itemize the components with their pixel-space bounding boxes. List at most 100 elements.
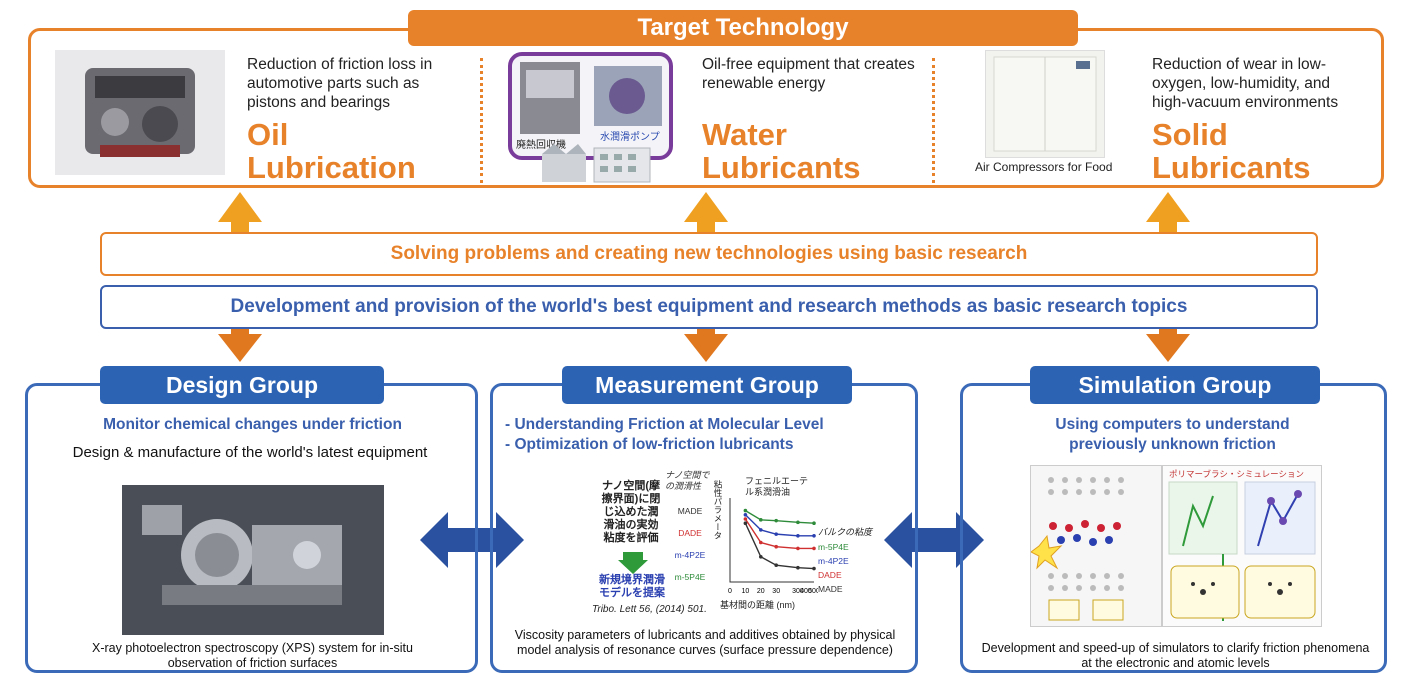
fig-lubricant-label: m-4P2E [674, 550, 706, 560]
chart-data-point [743, 517, 748, 521]
fig-chart-title: フェニルエーテル系潤滑油 [745, 476, 809, 497]
water-lubricants-label-line1: Water [702, 117, 787, 152]
fig-lubricant-label: DADE [818, 570, 842, 580]
chart-data-point [759, 555, 763, 559]
blue-double-arrow-left [420, 512, 524, 568]
chart-x-tick-label: 500 [808, 588, 818, 595]
fig-lubricant-label: m-5P4E [674, 572, 706, 582]
orange-arrow-down-left [218, 329, 262, 362]
orange-arrow-down-right [1146, 329, 1190, 362]
chart-data-point [796, 546, 800, 551]
fig-lubricant-right-list: m-5P4E m-4P2E DADE MADE [818, 540, 858, 596]
water-lubricants-label-line2: Lubricants [702, 150, 861, 185]
chart-x-tick-label: 20 [757, 588, 765, 595]
molecule-structure-icon [1168, 481, 1316, 621]
design-group-subtitle: Monitor chemical changes under friction [103, 416, 402, 433]
orange-arrow-down-center [684, 329, 728, 362]
fig-lubricant-label: MADE [677, 506, 703, 516]
simulation-group-caption: Development and speed-up of simulators t… [981, 641, 1370, 670]
xps-system-photo [122, 485, 384, 635]
chart-data-point [759, 528, 763, 532]
chart-axes [729, 498, 814, 583]
air-compressor-caption: Air Compressors for Food [975, 160, 1113, 174]
fig-proposal-text: 新規境界潤滑モデルを提案 [599, 574, 665, 599]
chart-data-point [774, 532, 778, 536]
chart-x-tick-label: 300 [792, 588, 804, 595]
design-group-title: Design Group [100, 366, 384, 404]
chart-x-tick-label: 10 [742, 588, 750, 595]
measurement-group-caption: Viscosity parameters of lubricants and a… [514, 628, 896, 657]
chart-data-point [743, 513, 748, 517]
xps-equipment-icon [122, 485, 384, 635]
oil-lubrication-label-line1: Oil [247, 117, 289, 152]
target-technology-title: Target Technology [408, 10, 1078, 46]
polymer-brush-figure-title: ポリマーブラシ・シミュレーション [1169, 469, 1304, 479]
chart-data-point [759, 518, 763, 522]
orange-arrow-up-left [218, 192, 262, 232]
fig-left-text: ナノ空間(摩擦界面)に閉じ込めた潤滑油の実効粘度を評価 [601, 480, 661, 544]
solid-lubricants-label-line2: Lubricants [1152, 150, 1311, 185]
chart-data-point [796, 520, 800, 525]
air-compressor-icon [993, 56, 1097, 152]
polymer-brush-figure: ポリマーブラシ・シミュレーション [1162, 465, 1322, 627]
chart-data-point [796, 534, 800, 538]
equipment-methods-band: Development and provision of the world's… [100, 285, 1318, 329]
design-group-caption: X-ray photoelectron spectroscopy (XPS) s… [92, 641, 413, 670]
measurement-group-title: Measurement Group [562, 366, 852, 404]
design-group-text: Design & manufacture of the world's late… [72, 444, 428, 461]
chart-data-point [774, 544, 778, 549]
chart-data-point [774, 563, 778, 567]
air-compressor-image [985, 50, 1105, 158]
water-lubricants-description: Oil-free equipment that creates renewabl… [702, 56, 915, 92]
oil-lubrication-label-line2: Lubrication [247, 150, 416, 185]
basic-research-band: Solving problems and creating new techno… [100, 232, 1318, 276]
green-down-arrow-icon [618, 552, 648, 574]
chart-data-point [812, 534, 816, 538]
engine-image [55, 50, 225, 175]
solid-lubricants-description: Reduction of wear in low-oxygen, low-hum… [1152, 56, 1339, 111]
chart-series-line [744, 514, 814, 537]
energy-equipment-label-1: 廃熱回収機 [516, 140, 566, 151]
blue-double-arrow-right [884, 512, 984, 568]
fig-left-label: ナノ空間での潤滑性 [665, 470, 710, 491]
chart-series-line [744, 522, 815, 570]
solid-lubricants-label-line1: Solid [1152, 117, 1228, 152]
chart-data-point [774, 518, 778, 523]
chart-data-point [743, 521, 748, 525]
fig-reference: Tribo. Lett 56, (2014) 501. [592, 604, 707, 615]
oil-lubrication-description: Reduction of friction loss in automotive… [247, 56, 433, 111]
fig-lubricant-label: MADE [818, 584, 843, 594]
energy-equipment-label-2: 水潤滑ポンプ [600, 132, 660, 143]
orange-arrow-up-center [684, 192, 728, 232]
factory-icon [542, 144, 651, 183]
orange-arrow-up-right [1146, 192, 1190, 232]
atomic-simulation-figure [1030, 465, 1162, 627]
chart-series-line [745, 509, 815, 524]
measurement-subtitle-2: - Optimization of low-friction lubricant… [505, 436, 794, 453]
energy-equipment-image: 廃熱回収機 水潤滑ポンプ [508, 52, 673, 160]
simulation-group-title: Simulation Group [1030, 366, 1320, 404]
chart-x-tick-label: 30 [772, 588, 780, 595]
fig-lubricant-label: m-4P2E [818, 556, 849, 566]
simulation-subtitle-1: Using computers to understand [1055, 416, 1290, 433]
chart-data-point [812, 566, 816, 571]
fig-ylabel: 粘性パラメータ [713, 480, 723, 540]
simulation-subtitle-2: previously unknown friction [1069, 436, 1276, 453]
chart-x-tick-label: 0 [728, 588, 732, 595]
chart-x-tick-label: 400 [800, 588, 812, 595]
engine-icon [85, 68, 195, 157]
atom-lattice-icon [1030, 477, 1124, 621]
fig-right-label: バルクの粘度 [818, 527, 873, 537]
energy-equipment-icon [520, 62, 662, 134]
chart-data-point [812, 546, 816, 551]
chart-data-point [743, 508, 748, 513]
fig-xlabel: 基材間の距離 (nm) [720, 600, 795, 610]
fig-lubricant-label: m-5P4E [818, 542, 849, 552]
measurement-subtitle-1: - Understanding Friction at Molecular Le… [505, 416, 824, 433]
chart-data-point [812, 521, 816, 525]
divider [932, 58, 935, 183]
divider [480, 58, 483, 183]
